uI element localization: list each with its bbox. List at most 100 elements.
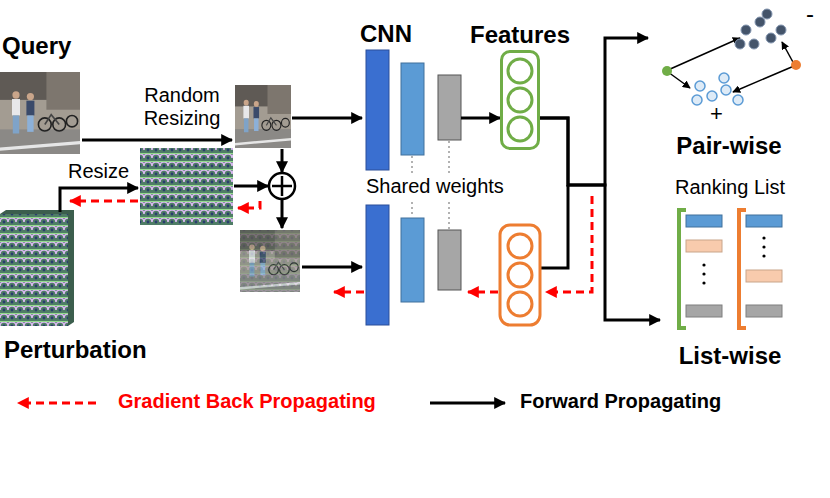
cnn-node: CNN <box>360 20 466 172</box>
part-path <box>281 200 284 228</box>
part-circle <box>776 25 786 35</box>
feature-box-bottom <box>500 225 540 325</box>
pair-wise-plot <box>662 9 801 105</box>
part-path <box>733 66 794 92</box>
part-circle <box>721 85 731 95</box>
perturbation-image <box>0 210 74 326</box>
step-label: Random Resizing <box>132 84 232 130</box>
node-heading: Features <box>470 21 570 49</box>
part-circle <box>762 9 772 19</box>
part-polygon <box>0 210 74 326</box>
part-path <box>668 72 690 88</box>
part-circle <box>719 73 729 83</box>
part-circle <box>508 292 532 316</box>
part-circle <box>692 95 702 105</box>
part-use <box>235 85 291 148</box>
pair-wise-node: Pair-wise <box>648 4 810 160</box>
connector-stub <box>461 117 466 120</box>
part-circle <box>791 60 801 70</box>
legend-text: Gradient Back Propagating <box>118 390 376 413</box>
part-path <box>468 291 498 294</box>
part-path <box>281 149 284 172</box>
part-use <box>240 230 300 292</box>
part-rect <box>500 225 540 325</box>
part-circle <box>735 39 745 49</box>
perturbation-node: Perturbation <box>0 208 180 366</box>
part-path <box>334 291 364 294</box>
query-photo <box>0 72 80 154</box>
part-circle <box>762 236 765 239</box>
part-path <box>739 210 746 328</box>
ranking-lists <box>679 210 782 328</box>
part-path <box>668 38 740 70</box>
part-path <box>540 185 568 268</box>
part-circle <box>749 39 759 49</box>
part-circle <box>508 234 532 258</box>
gradient-legend-sample <box>18 402 96 405</box>
forward-arrows <box>60 118 568 268</box>
sign-marker: - <box>806 0 814 28</box>
part-rect <box>366 50 389 170</box>
perturbed-query-photo <box>240 230 300 292</box>
step-label: Resize <box>68 160 129 183</box>
part-circle <box>766 33 776 43</box>
part-path <box>82 139 232 142</box>
part-circle <box>702 281 705 284</box>
node-caption: List-wise <box>679 342 782 370</box>
features-node: Features <box>500 50 540 150</box>
forward-legend-sample <box>430 402 505 405</box>
part-rect <box>438 75 461 140</box>
part-circle <box>508 88 532 112</box>
node-heading: Query <box>2 32 71 60</box>
part-path <box>70 200 138 203</box>
node-heading: Perturbation <box>4 336 147 364</box>
cnn-bottom <box>366 205 461 325</box>
part-path <box>679 210 686 328</box>
annotation: Shared weights <box>366 175 504 198</box>
part-path <box>234 185 268 188</box>
part-circle <box>702 263 705 266</box>
part-rect <box>366 205 389 325</box>
part-circle <box>702 272 705 275</box>
part-rect <box>746 305 782 317</box>
part-g <box>735 9 786 49</box>
query-image-node: Query <box>0 32 86 156</box>
part-rect <box>240 230 300 292</box>
part-path <box>302 266 362 269</box>
part-rect <box>686 215 722 227</box>
connector-arrow <box>466 117 500 120</box>
part-circle <box>695 81 705 91</box>
part-circle <box>707 91 717 101</box>
sum-symbol <box>269 173 295 199</box>
part-circle <box>733 95 743 105</box>
part-rect <box>401 218 424 302</box>
part-circle <box>662 66 672 76</box>
part-rect <box>438 230 461 290</box>
feature-circles-top <box>508 59 532 141</box>
part-circle <box>508 59 532 83</box>
part-circle <box>269 173 295 199</box>
part-path <box>782 42 794 64</box>
part-circle <box>762 254 765 257</box>
sign-marker: + <box>710 101 723 126</box>
part-rect <box>140 148 233 225</box>
part-rect <box>686 240 722 252</box>
node-heading: CNN <box>360 20 412 48</box>
part-path <box>272 176 292 196</box>
legend-text: Forward Propagating <box>520 390 721 413</box>
part-circle <box>762 245 765 248</box>
part-path <box>546 196 592 292</box>
node-heading: Ranking List <box>675 176 785 199</box>
cnn-top <box>366 50 461 170</box>
resized-perturbation-image <box>140 148 233 225</box>
connector-arrow <box>540 38 648 185</box>
part-use <box>0 72 80 154</box>
part-rect <box>686 305 722 317</box>
part-path <box>292 117 362 120</box>
resized-query-photo <box>235 85 291 148</box>
part-rect <box>401 63 424 155</box>
part-rect <box>746 270 782 282</box>
node-heading: Pair-wise <box>676 132 781 160</box>
